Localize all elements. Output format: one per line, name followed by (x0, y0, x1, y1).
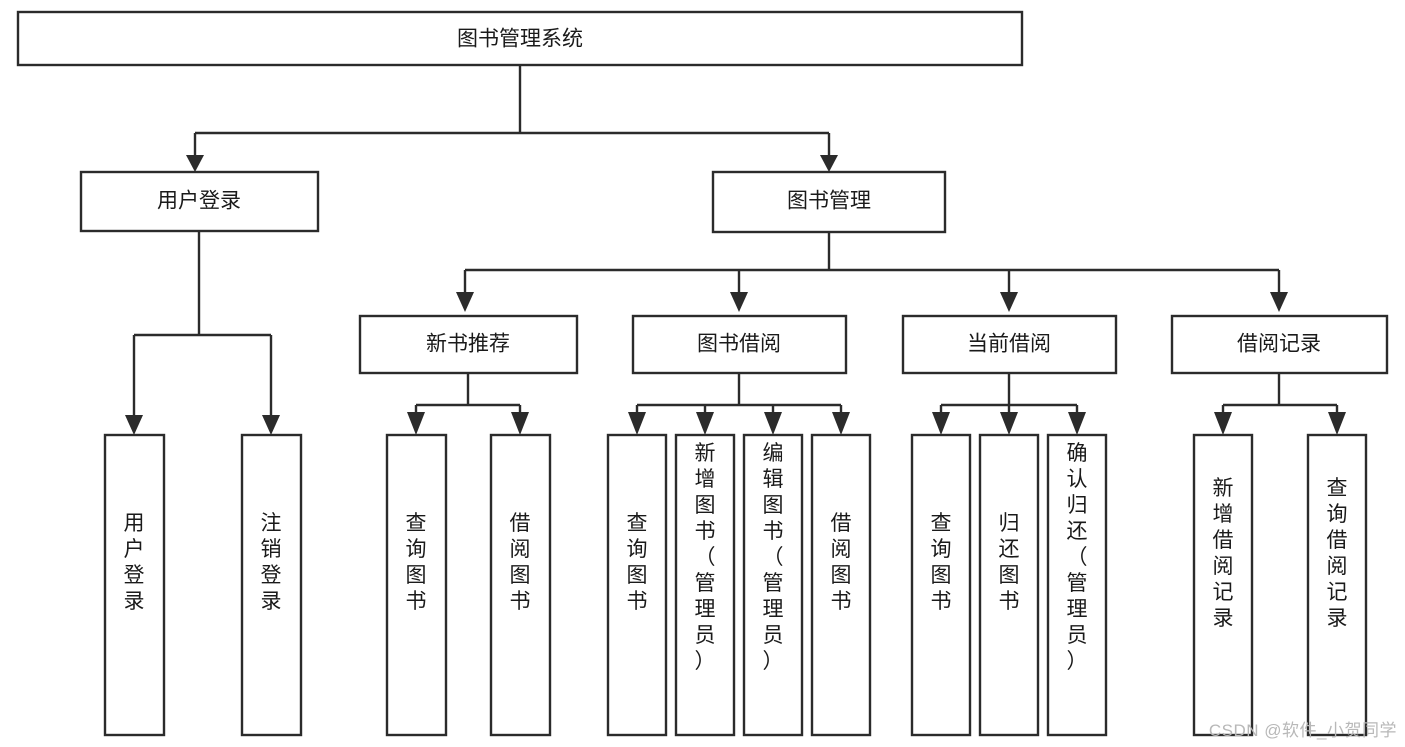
arrowhead-rc-leaf-1 (1328, 412, 1346, 435)
leaf-current-1-label: 归还图书 (999, 512, 1020, 613)
leaf-current-2[interactable]: 确认归还（管理员） (1046, 433, 1108, 737)
node-user-login-label: 用户登录 (157, 190, 241, 213)
node-current-borrow[interactable]: 当前借阅 (901, 314, 1118, 375)
leaf-borrow-3[interactable]: 借阅图书 (810, 433, 872, 737)
leaf-user-login-1-label: 注销登录 (261, 512, 282, 613)
leaf-borrow-2-label: 编辑图书（管理员） (763, 442, 784, 673)
arrowhead-cb-leaf-0 (932, 412, 950, 435)
node-new-book-recommend-box[interactable] (358, 314, 579, 375)
arrowhead-current (1000, 292, 1018, 312)
leaf-borrow-3-box[interactable] (810, 433, 872, 737)
leaf-record-1-label: 查询借阅记录 (1327, 477, 1348, 630)
node-book-management[interactable]: 图书管理 (711, 170, 947, 234)
node-book-borrow-label: 图书借阅 (697, 333, 781, 356)
leaf-new-book-1-label: 借阅图书 (510, 512, 531, 613)
leaf-current-1-box[interactable] (978, 433, 1040, 737)
node-user-login[interactable]: 用户登录 (79, 170, 320, 233)
arrowhead-bw-leaf-2 (764, 412, 782, 435)
leaf-borrow-1[interactable]: 新增图书（管理员） (674, 433, 736, 737)
leaf-new-book-1-box[interactable] (489, 433, 552, 737)
arrowhead-cb-leaf-2 (1068, 412, 1086, 435)
node-book-management-box[interactable] (711, 170, 947, 234)
leaf-new-book-0[interactable]: 查询图书 (385, 433, 448, 737)
leaf-borrow-0-label: 查询图书 (627, 512, 648, 613)
leaf-borrow-1-label: 新增图书（管理员） (695, 442, 716, 673)
node-current-borrow-box[interactable] (901, 314, 1118, 375)
leaf-record-1-box[interactable] (1306, 433, 1368, 737)
leaf-user-login-0[interactable]: 用户登录 (103, 433, 166, 737)
arrowhead-bw-leaf-3 (832, 412, 850, 435)
leaf-borrow-1-box[interactable] (674, 433, 736, 737)
node-book-borrow-box[interactable] (631, 314, 848, 375)
node-borrow-record-label: 借阅记录 (1237, 333, 1321, 356)
leaf-borrow-2-box[interactable] (742, 433, 804, 737)
leaf-user-login-0-label: 用户登录 (124, 512, 145, 613)
leaf-new-book-0-box[interactable] (385, 433, 448, 737)
arrowhead-nb-leaf-0 (407, 412, 425, 435)
leaf-current-2-label: 确认归还（管理员） (1067, 442, 1088, 673)
leaf-record-1[interactable]: 查询借阅记录 (1306, 433, 1368, 737)
arrowhead-nb-leaf-1 (511, 412, 529, 435)
connector-layer (125, 65, 1346, 435)
leaf-user-login-1-box[interactable] (240, 433, 303, 737)
node-book-management-label: 图书管理 (787, 190, 871, 213)
leaf-user-login-1[interactable]: 注销登录 (240, 433, 303, 737)
node-new-book-recommend[interactable]: 新书推荐 (358, 314, 579, 375)
leaf-borrow-0[interactable]: 查询图书 (606, 433, 668, 737)
leaf-borrow-3-label: 借阅图书 (831, 512, 852, 613)
arrowhead-ul-leaf-1 (262, 415, 280, 435)
node-user-login-box[interactable] (79, 170, 320, 233)
leaf-current-0-box[interactable] (910, 433, 972, 737)
arrowhead-ul-leaf-0 (125, 415, 143, 435)
arrowhead-borrow (730, 292, 748, 312)
leaf-current-2-box[interactable] (1046, 433, 1108, 737)
leaf-current-1[interactable]: 归还图书 (978, 433, 1040, 737)
leaf-user-login-0-box[interactable] (103, 433, 166, 737)
leaf-record-0[interactable]: 新增借阅记录 (1192, 433, 1254, 737)
leaf-borrow-0-box[interactable] (606, 433, 668, 737)
arrowhead-record (1270, 292, 1288, 312)
node-root-box[interactable] (16, 10, 1024, 67)
leaf-current-0[interactable]: 查询图书 (910, 433, 972, 737)
leaf-record-0-box[interactable] (1192, 433, 1254, 737)
arrowhead-user-login (186, 155, 204, 172)
arrowhead-new-book (456, 292, 474, 312)
node-current-borrow-label: 当前借阅 (967, 333, 1051, 356)
arrowhead-bw-leaf-0 (628, 412, 646, 435)
leaf-new-book-0-label: 查询图书 (406, 512, 427, 613)
node-book-borrow[interactable]: 图书借阅 (631, 314, 848, 375)
node-borrow-record-box[interactable] (1170, 314, 1389, 375)
arrowhead-bw-leaf-1 (696, 412, 714, 435)
arrowhead-book-mgmt (820, 155, 838, 172)
leaf-new-book-1[interactable]: 借阅图书 (489, 433, 552, 737)
leaf-record-0-label: 新增借阅记录 (1213, 477, 1234, 630)
arrowhead-cb-leaf-1 (1000, 412, 1018, 435)
node-borrow-record[interactable]: 借阅记录 (1170, 314, 1389, 375)
leaf-current-0-label: 查询图书 (931, 512, 952, 613)
node-root[interactable]: 图书管理系统 (16, 10, 1024, 67)
node-new-book-recommend-label: 新书推荐 (426, 333, 510, 356)
arrowhead-rc-leaf-0 (1214, 412, 1232, 435)
leaf-borrow-2[interactable]: 编辑图书（管理员） (742, 433, 804, 737)
node-root-label: 图书管理系统 (457, 28, 583, 51)
